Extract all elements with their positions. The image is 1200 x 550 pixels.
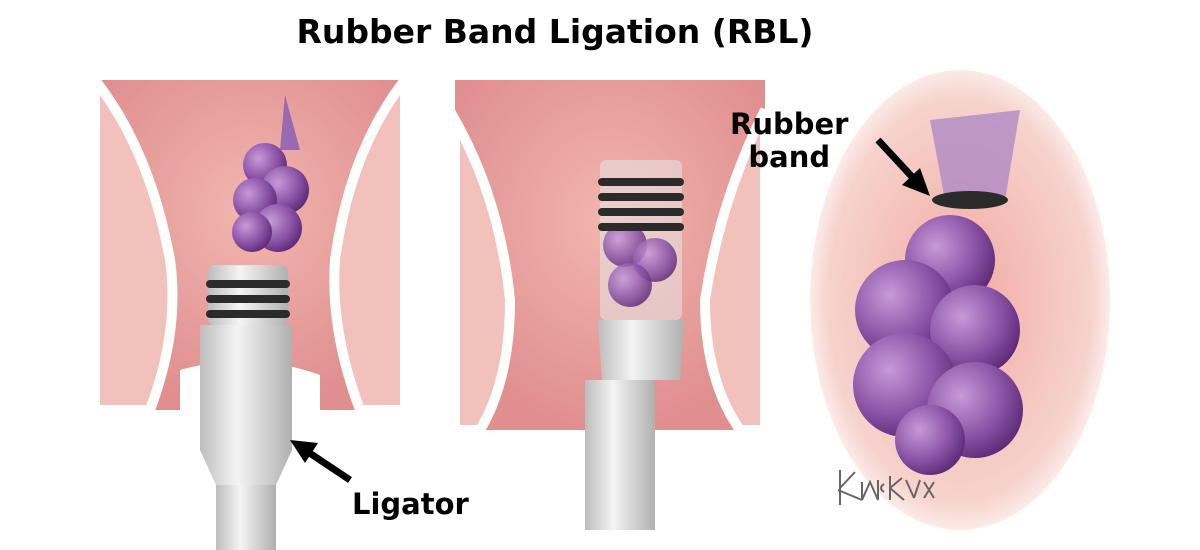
signature [837,470,935,505]
ligator-device [200,265,292,550]
diagram-title: Rubber Band Ligation (RBL) [296,12,814,51]
rubber-band [932,191,1008,209]
arrow-to-rubber-band [875,137,930,196]
panel-1-before-ligation [90,65,410,550]
hemorrhoid [232,95,309,252]
ligator-label: Ligator [352,487,469,521]
rubber-band-label-line2: band [748,140,831,174]
arrow-to-ligator [290,440,352,483]
rubber-band-label: Rubber band [730,108,848,174]
panel-3-banded [810,70,1110,530]
panel-2-suction [450,80,770,530]
rubber-band-label-line1: Rubber [730,107,849,141]
hemorrhoid [853,215,1023,475]
